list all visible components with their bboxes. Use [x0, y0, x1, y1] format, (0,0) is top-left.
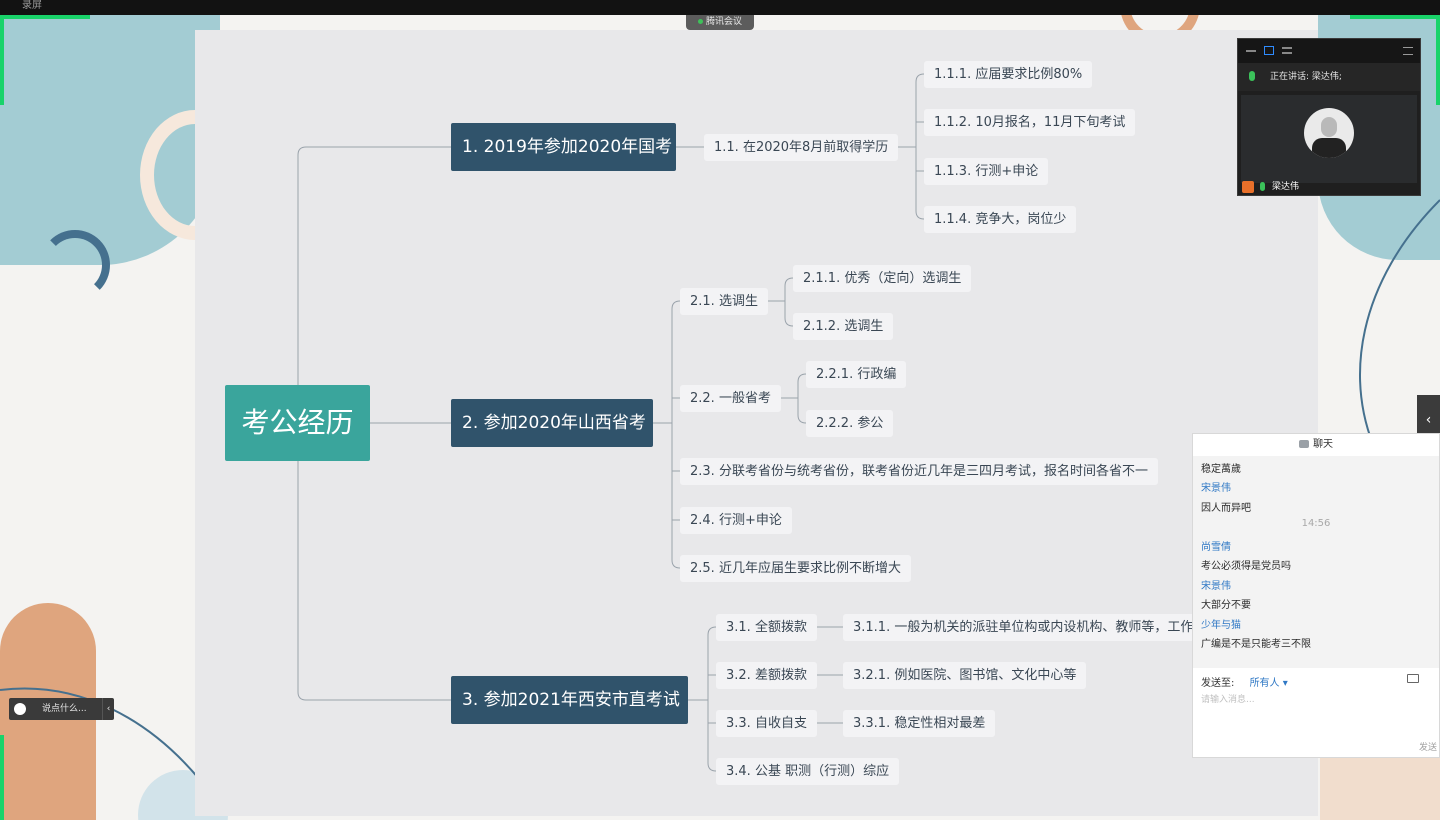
branch-1[interactable]: 1. 2019年参加2020年国考 [451, 123, 676, 171]
file-icon[interactable] [1407, 674, 1419, 683]
minimize-icon[interactable] [1246, 50, 1256, 52]
chat-input[interactable]: 请输入消息... [1201, 695, 1255, 705]
branch-3[interactable]: 3. 参加2021年西安市直考试 [451, 676, 688, 724]
chat-icon [1299, 440, 1309, 448]
node-3-3[interactable]: 3.3. 自收自支 [716, 710, 817, 737]
send-to-label: 发送至: [1201, 678, 1235, 689]
node-2-3[interactable]: 2.3. 分联考省份与统考省份，联考省份近几年是三四月考试，报名时间各省不一 [680, 458, 1158, 485]
node-1-1-3[interactable]: 1.1.3. 行测+申论 [924, 158, 1049, 185]
node-3-1-1[interactable]: 3.1.1. 一般为机关的派驻单位构或内设机构、教师等，工作 [843, 614, 1204, 641]
frame-corner-tr [1350, 15, 1440, 19]
node-2-1[interactable]: 2.1. 选调生 [680, 288, 768, 315]
participant-name-tag: 梁达伟 [1240, 180, 1299, 194]
chat-message: 考公必须得是党员吗 [1201, 561, 1291, 572]
participant-avatar [1304, 108, 1354, 158]
frame-corner-tl-v [0, 15, 4, 105]
node-3-3-1[interactable]: 3.3.1. 稳定性相对最差 [843, 710, 996, 737]
chat-timestamp: 14:56 [1301, 518, 1331, 529]
node-2-5[interactable]: 2.5. 近几年应届生要求比例不断增大 [680, 555, 911, 582]
meeting-label: 腾讯会议 [705, 17, 742, 27]
chat-message: 因人而异吧 [1201, 503, 1251, 514]
node-1-1-4[interactable]: 1.1.4. 竞争大，岗位少 [924, 206, 1077, 233]
send-button[interactable]: 发送 [1418, 743, 1437, 753]
panel-menu-icon[interactable] [1403, 47, 1413, 55]
video-toolbar [1238, 39, 1420, 63]
chat-sender-name: 宋景伟 [1201, 581, 1231, 592]
mic-icon [1249, 71, 1255, 81]
node-2-1-2[interactable]: 2.1.2. 选调生 [793, 313, 894, 340]
chat-message: 大部分不要 [1201, 600, 1251, 611]
danmaku-bar[interactable]: 说点什么... ‹ [9, 698, 114, 720]
send-to-row: 发送至: 所有人 ▾ [1201, 674, 1288, 689]
frame-corner-bl-v [0, 735, 4, 820]
node-2-2-2[interactable]: 2.2.2. 参公 [806, 410, 894, 437]
meeting-indicator[interactable]: 腾讯会议 [686, 15, 754, 30]
emoji-icon[interactable] [14, 703, 26, 715]
mindmap-slide: 考公经历 1. 2019年参加2020年国考 2. 参加2020年山西省考 3.… [195, 30, 1318, 816]
video-panel[interactable]: 正在讲话: 梁达伟; [1237, 38, 1421, 196]
avatar-face [1321, 117, 1337, 137]
node-2-2[interactable]: 2.2. 一般省考 [680, 385, 781, 412]
send-to-select[interactable]: 所有人 ▾ [1249, 678, 1288, 689]
frame-corner-tr-v [1436, 15, 1440, 105]
system-top-bar: 录屏 [0, 0, 1440, 15]
participant-name: 梁达伟 [1272, 182, 1300, 192]
node-3-2-1[interactable]: 3.2.1. 例如医院、图书馆、文化中心等 [843, 662, 1087, 689]
frame-corner-tl [0, 15, 90, 19]
node-3-1[interactable]: 3.1. 全额拨款 [716, 614, 817, 641]
branch-2[interactable]: 2. 参加2020年山西省考 [451, 399, 653, 447]
node-3-4[interactable]: 3.4. 公基 职测（行测）综应 [716, 758, 900, 785]
node-1-1-1[interactable]: 1.1.1. 应届要求比例80% [924, 61, 1093, 88]
node-2-2-1[interactable]: 2.2.1. 行政编 [806, 361, 907, 388]
node-1-1[interactable]: 1.1. 在2020年8月前取得学历 [704, 134, 899, 161]
app-title: 录屏 [22, 0, 42, 11]
list-view-icon[interactable] [1282, 47, 1292, 54]
speaking-text: 正在讲话: 梁达伟; [1270, 72, 1342, 82]
chevron-left-icon[interactable]: ‹ [102, 698, 114, 720]
chat-sender-name: 尚雪倩 [1201, 542, 1231, 553]
node-2-4[interactable]: 2.4. 行测+申论 [680, 507, 792, 534]
speaking-indicator: 正在讲话: 梁达伟; [1238, 63, 1420, 91]
chevron-left-icon: ‹ [1425, 412, 1432, 428]
node-2-1-1[interactable]: 2.1.1. 优秀（定向）选调生 [793, 265, 972, 292]
node-1-1-2[interactable]: 1.1.2. 10月报名，11月下旬考试 [924, 109, 1136, 136]
chat-message: 广编是不是只能考三不限 [1201, 639, 1311, 650]
participant-mic-icon [1260, 182, 1265, 191]
node-3-2[interactable]: 3.2. 差额拨款 [716, 662, 817, 689]
chat-header: 聊天 [1193, 434, 1439, 456]
chat-sender-name: 宋景伟 [1201, 483, 1231, 494]
chat-sender-name: 少年与猫 [1201, 620, 1241, 631]
host-badge-icon [1242, 181, 1254, 193]
avatar-suit [1312, 138, 1346, 158]
bg-arc-navy [40, 230, 110, 300]
chat-title: 聊天 [1313, 439, 1333, 450]
mindmap-root[interactable]: 考公经历 [225, 385, 370, 461]
gallery-view-icon[interactable] [1264, 46, 1274, 55]
chat-message: 稳定萬歲 [1201, 464, 1241, 475]
collapse-panel-button[interactable]: ‹ [1417, 395, 1440, 445]
mindmap-connectors [297, 73, 925, 772]
recording-dot-icon [697, 19, 703, 24]
danmaku-input[interactable]: 说点什么... [42, 704, 87, 714]
